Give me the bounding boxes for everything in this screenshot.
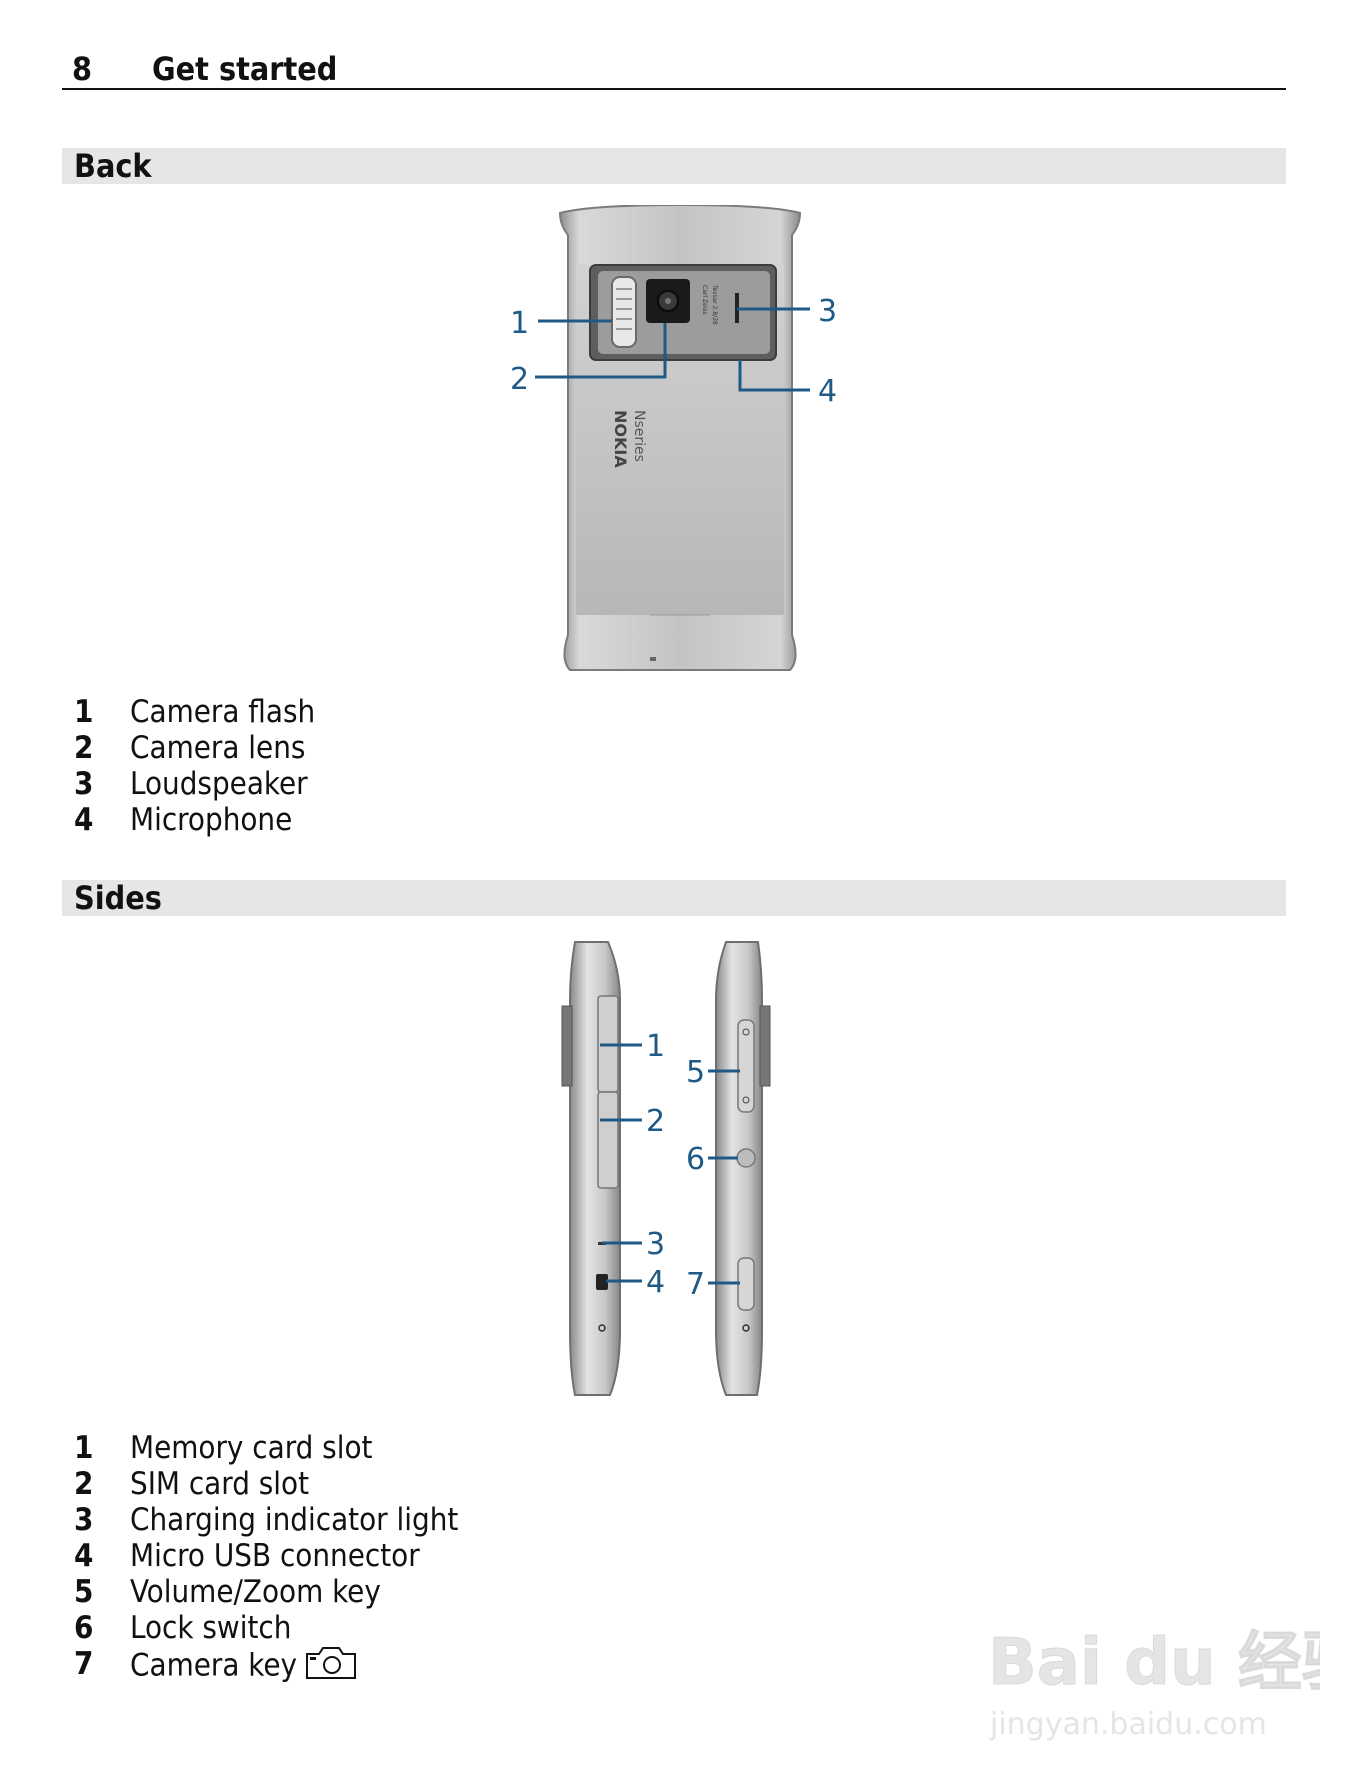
camera-key-label: Camera key — [130, 1647, 298, 1684]
item-number: 2 — [74, 730, 94, 766]
item-label: Camera flash — [130, 694, 316, 730]
sim-card-slot — [597, 1091, 619, 1189]
item-number: 3 — [74, 1502, 94, 1538]
micro-usb-port — [596, 1274, 608, 1290]
page-header: 8 Get started — [62, 50, 1286, 90]
item-number: 7 — [74, 1646, 94, 1682]
callout-1: 1 — [510, 306, 529, 341]
phone-back-illustration: Carl Zeiss Tessar 2.8/28 NOKIA Nseries 1… — [510, 205, 837, 671]
camera-flash — [611, 276, 637, 348]
callout-6: 6 — [686, 1142, 705, 1177]
lock-switch — [736, 1148, 756, 1168]
item-label: Microphone — [130, 802, 293, 838]
callout-4: 4 — [818, 374, 837, 409]
page-number: 8 — [72, 50, 93, 88]
item-number: 4 — [74, 802, 94, 838]
callout-5: 5 — [686, 1055, 705, 1090]
callout-4: 4 — [646, 1265, 665, 1300]
baidu-watermark: Bai du 经验 jingyan.baidu.com — [988, 1626, 1321, 1743]
callout-3: 3 — [818, 294, 837, 329]
callout-line-4 — [738, 360, 810, 392]
volume-zoom-key — [737, 1019, 755, 1113]
watermark-brand: Bai du 经验 — [988, 1626, 1320, 1700]
item-label: Lock switch — [130, 1610, 292, 1646]
svg-text:Carl Zeiss: Carl Zeiss — [701, 285, 708, 315]
callout-1: 1 — [646, 1029, 665, 1064]
callout-2: 2 — [646, 1104, 665, 1139]
section-title: Sides — [74, 879, 162, 917]
svg-text:Tessar 2.8/28: Tessar 2.8/28 — [711, 284, 718, 325]
item-number: 3 — [74, 766, 94, 802]
item-label: Camera key — [130, 1646, 357, 1688]
item-label: Charging indicator light — [130, 1502, 459, 1538]
item-number: 6 — [74, 1610, 94, 1646]
callout-3: 3 — [646, 1227, 665, 1262]
item-number: 1 — [74, 1430, 94, 1466]
item-label: Loudspeaker — [130, 766, 308, 802]
camera-icon — [305, 1646, 357, 1688]
watermark-url: jingyan.baidu.com — [989, 1707, 1267, 1742]
callout-line-2 — [535, 323, 667, 379]
phone-right-side — [715, 941, 763, 1396]
section-heading-sides: Sides — [62, 880, 1286, 916]
camera-key — [737, 1257, 755, 1311]
callout-7: 7 — [686, 1267, 705, 1302]
item-number: 2 — [74, 1466, 94, 1502]
section-heading-back: Back — [62, 148, 1286, 184]
item-number: 4 — [74, 1538, 94, 1574]
item-label: Volume/Zoom key — [130, 1574, 381, 1610]
series-logo: Nseries — [631, 410, 647, 462]
page-title: Get started — [152, 50, 338, 88]
section-title: Back — [74, 147, 152, 185]
item-label: Micro USB connector — [130, 1538, 420, 1574]
item-label: Memory card slot — [130, 1430, 373, 1466]
item-label: SIM card slot — [130, 1466, 310, 1502]
brand-logo: NOKIA — [611, 410, 630, 468]
item-label: Camera lens — [130, 730, 306, 766]
callout-2: 2 — [510, 362, 529, 397]
item-number: 1 — [74, 694, 94, 730]
item-number: 5 — [74, 1574, 94, 1610]
phone-sides-illustration: 1 2 3 4 5 6 7 — [561, 941, 771, 1396]
